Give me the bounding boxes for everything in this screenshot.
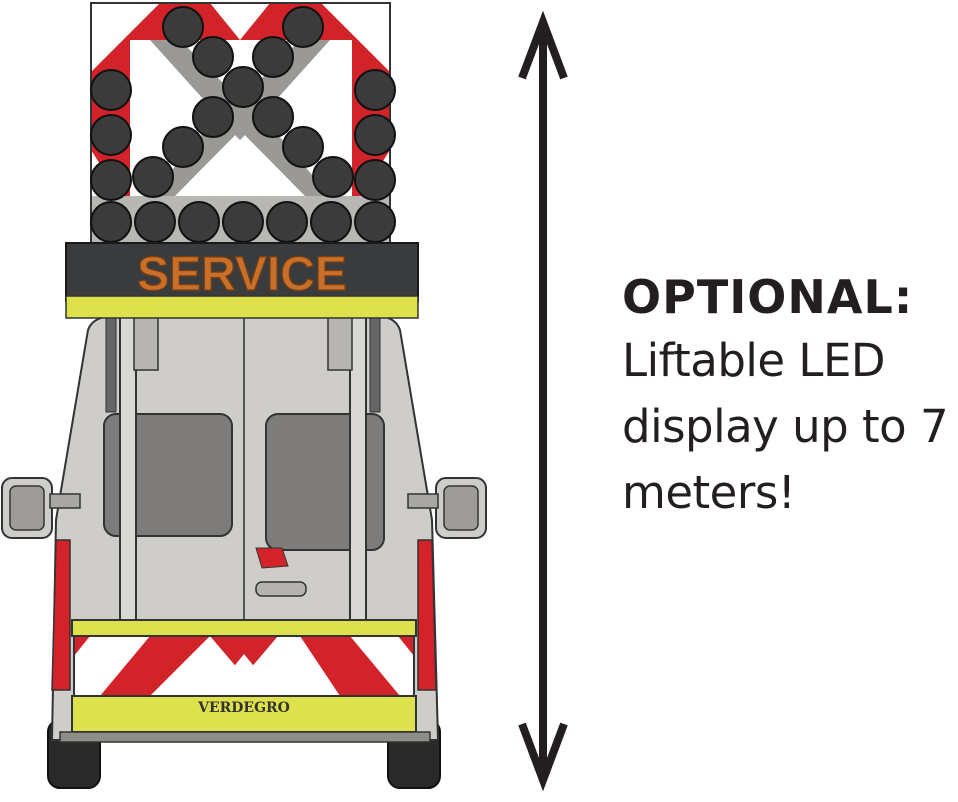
- led-lamp: [222, 66, 264, 108]
- led-lamp: [312, 156, 354, 198]
- led-lamp: [354, 201, 396, 243]
- caption-line: meters!: [622, 466, 796, 519]
- led-lamp: [192, 36, 234, 78]
- led-lamp: [178, 201, 220, 243]
- led-lamp: [162, 126, 204, 168]
- led-lamp: [266, 201, 308, 243]
- led-lamp: [252, 36, 294, 78]
- led-lamp: [222, 201, 264, 243]
- rear-chevron-panel: VERDEGRO: [59, 619, 431, 743]
- led-lamp: [354, 114, 396, 156]
- caption-block: OPTIONAL: Liftable LED display up to 7 m…: [622, 266, 949, 526]
- led-lamp: [310, 201, 352, 243]
- led-lamp: [354, 69, 396, 111]
- led-lamp: [354, 159, 396, 201]
- led-lamp: [192, 96, 234, 138]
- caption-body: Liftable LED display up to 7 meters!: [622, 328, 949, 526]
- led-lamp: [90, 159, 132, 201]
- led-lamp: [134, 201, 176, 243]
- led-lamp: [132, 156, 174, 198]
- caption-line: Liftable LED: [622, 334, 886, 387]
- led-lamp: [252, 96, 294, 138]
- led-lamp: [90, 114, 132, 156]
- led-arrow-board: [90, 2, 396, 244]
- led-lamp: [90, 201, 132, 243]
- led-lamp: [282, 126, 324, 168]
- caption-line: display up to 7: [622, 400, 949, 453]
- service-sign-text: SERVICE: [137, 248, 347, 301]
- led-lamps: [90, 6, 396, 243]
- led-lamp: [90, 69, 132, 111]
- height-arrow: [518, 10, 568, 792]
- brand-label: VERDEGRO: [197, 700, 290, 716]
- service-display: SERVICE: [65, 242, 419, 319]
- side-mirrors: [1, 477, 487, 539]
- led-lamp: [162, 6, 204, 48]
- caption-title: OPTIONAL:: [622, 270, 914, 324]
- led-lamp: [282, 6, 324, 48]
